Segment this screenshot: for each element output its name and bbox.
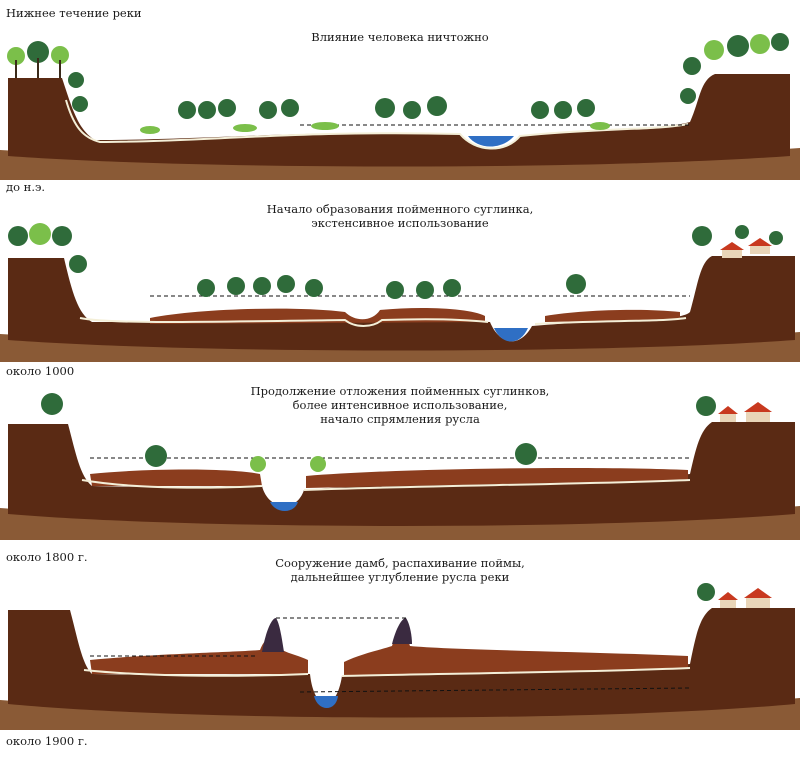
panel-4-caption: Сооружение дамб, распахивание поймы, дал…: [220, 556, 580, 584]
corner-title: Нижнее течение реки: [6, 6, 142, 20]
panel-3-caption-line-1: Продолжение отложения пойменных суглинко…: [250, 384, 550, 398]
trees: [697, 583, 715, 601]
panel-4-caption-line-1: Сооружение дамб, распахивание поймы,: [275, 556, 525, 570]
panel-4-caption-line-2: дальнейшее углубление русла реки: [290, 570, 510, 584]
panel-2-cross-section: [0, 223, 800, 362]
valley-fill: [8, 608, 795, 718]
panel-1-caption: Влияние человека ничтожно: [250, 30, 550, 44]
valley-fill: [8, 256, 795, 351]
dyke-right: [392, 618, 412, 644]
panel-3-caption-line-2: более интенсивное использование,: [292, 398, 508, 412]
village-houses: [718, 588, 772, 608]
river-water: [270, 502, 298, 511]
panel-2-era: около 1000: [6, 364, 75, 378]
panel-1-cross-section: [0, 33, 800, 180]
dyke-left: [262, 618, 284, 652]
channel-depth-line: [299, 687, 691, 693]
trees: [41, 393, 716, 472]
river-water: [468, 136, 514, 147]
village-houses: [718, 402, 772, 422]
panel-2-caption-line-2: экстенсивное использование: [311, 216, 489, 230]
floodplain-loam: [90, 468, 688, 488]
floodplain-surface-line: [81, 479, 691, 491]
village-houses: [720, 225, 783, 258]
floodplain-surface-line: [65, 99, 689, 150]
panel-2-caption: Начало образования пойменного суглинка, …: [220, 202, 580, 230]
trees: [8, 223, 712, 299]
shrubs: [140, 122, 610, 134]
valley-fill: [8, 74, 790, 167]
trees: [7, 33, 789, 119]
river-water: [314, 696, 338, 708]
valley-fill: [8, 422, 795, 526]
panel-3-era: около 1800 г.: [6, 550, 88, 564]
panel-4-cross-section: [0, 583, 800, 730]
panel-1-era: до н.э.: [6, 180, 46, 194]
floodplain-loam: [90, 635, 688, 676]
river-water: [494, 328, 528, 342]
panel-3-cross-section: [0, 393, 800, 540]
floodplain-surface-line: [83, 667, 691, 677]
panel-3-caption-line-3: начало спрямления русла: [320, 412, 480, 426]
floodplain-surface-line: [79, 317, 687, 327]
panel-4-era: около 1900 г.: [6, 734, 88, 748]
panel-3-caption: Продолжение отложения пойменных суглинко…: [220, 384, 580, 426]
panel-1-caption-line-1: Влияние человека ничтожно: [311, 30, 489, 44]
panel-2-caption-line-1: Начало образования пойменного суглинка,: [266, 202, 534, 216]
